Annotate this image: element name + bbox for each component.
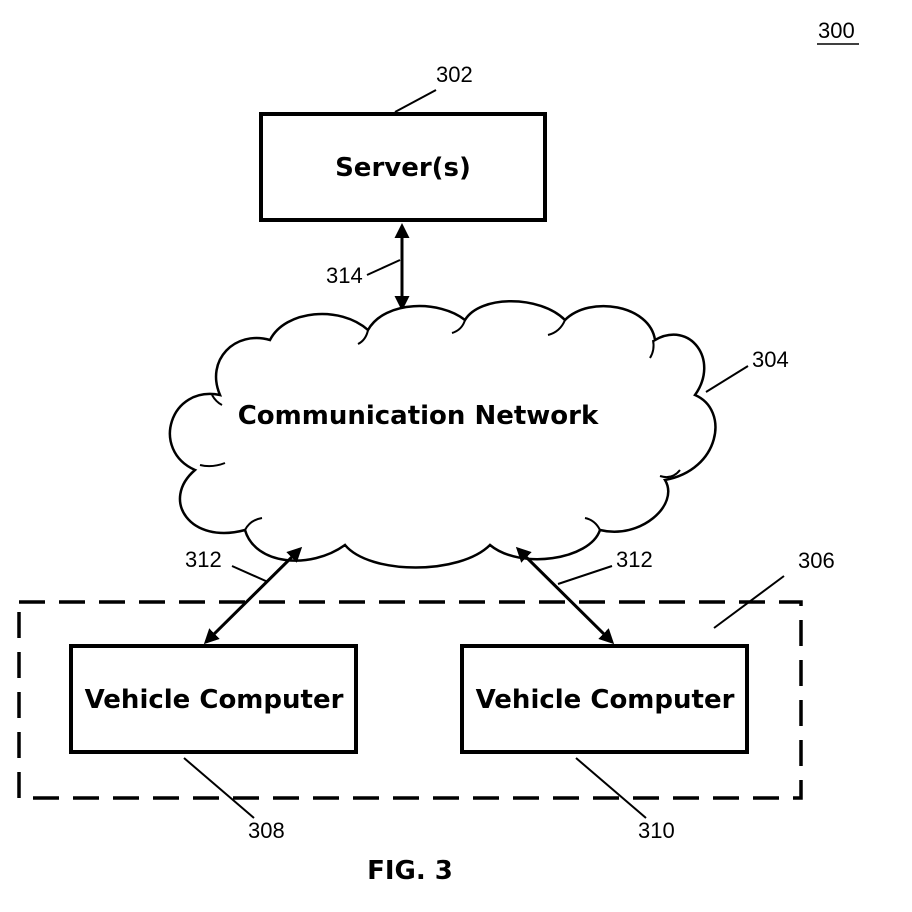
vehicle-computer-right-ref-leader xyxy=(575,757,647,819)
vehicle-computer-right-box xyxy=(460,644,749,754)
vehicle-group-boundary xyxy=(17,600,803,800)
vehicle-computer-left-label: Vehicle Computer xyxy=(85,685,344,715)
figure-caption: FIG. 3 xyxy=(367,856,453,886)
server-ref-leader xyxy=(394,89,437,113)
network-ref-leader xyxy=(705,365,749,393)
server-box xyxy=(259,112,547,222)
right-vehicle-link-ref: 312 xyxy=(616,547,653,572)
vehicle-group-ref-leader xyxy=(713,575,785,629)
left-vehicle-link-leader xyxy=(231,565,269,583)
cloud-accent-7 xyxy=(357,329,369,345)
cloud-accent-3 xyxy=(659,469,681,479)
left-vehicle-network-arrow xyxy=(203,546,303,645)
figure-number-label: 300 xyxy=(818,18,855,43)
right-vehicle-link-leader xyxy=(557,565,613,585)
network-label: Communication Network xyxy=(238,401,599,431)
cloud-accent-2 xyxy=(199,462,226,468)
server-network-link-leader xyxy=(366,259,401,276)
right-vehicle-network-arrow xyxy=(515,546,615,645)
left-vehicle-link-ref: 312 xyxy=(185,547,222,572)
server-label: Server(s) xyxy=(335,153,471,183)
vehicle-group-ref-number: 306 xyxy=(798,548,835,573)
cloud-accent-8 xyxy=(584,517,601,531)
cloud-accent-4 xyxy=(649,339,655,359)
vehicle-computer-left-ref-leader xyxy=(183,757,255,819)
cloud-accent-6 xyxy=(451,319,466,334)
network-cloud xyxy=(168,300,717,569)
cloud-accent-9 xyxy=(244,517,263,531)
vehicle-computer-left-ref-number: 308 xyxy=(248,818,285,843)
network-ref-number: 304 xyxy=(752,347,789,372)
cloud-accent-1 xyxy=(211,394,223,406)
server-ref-number: 302 xyxy=(436,62,473,87)
vehicle-computer-left-box xyxy=(69,644,358,754)
vehicle-computer-right-label: Vehicle Computer xyxy=(476,685,735,715)
cloud-accent-5 xyxy=(547,319,566,336)
vehicle-computer-right-ref-number: 310 xyxy=(638,818,675,843)
server-network-link-ref: 314 xyxy=(326,263,363,288)
